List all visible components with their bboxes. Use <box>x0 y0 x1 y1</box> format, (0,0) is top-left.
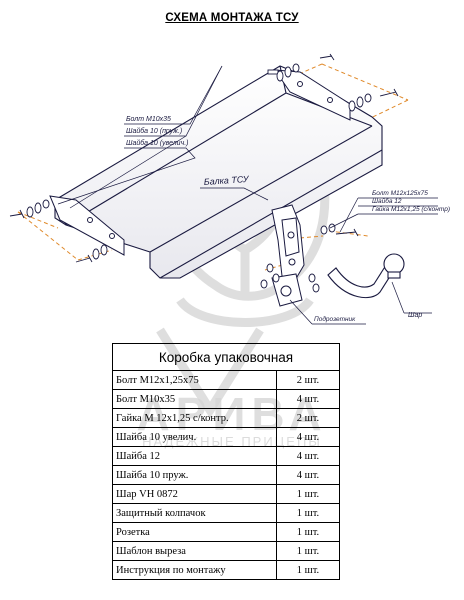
item-quantity: 2 шт. <box>276 370 340 390</box>
label-beam: Балка ТСУ <box>203 174 250 187</box>
label-bolt-m12: Болт М12х125х75 <box>372 190 428 197</box>
item-name: Болт М10х35 <box>112 389 277 409</box>
leader-lines <box>57 65 438 325</box>
label-washer-spring: Шайба 10 (пруж.) <box>126 127 182 135</box>
label-ball: Шар <box>408 312 422 319</box>
item-name: Защитный колпачок <box>112 503 277 523</box>
callout-labels: Болт М10х35 Шайба 10 (пруж.) Шайба 10 (у… <box>126 116 450 323</box>
item-name: Розетка <box>112 522 277 542</box>
item-quantity: 1 шт. <box>276 560 340 580</box>
tow-ball <box>327 253 405 299</box>
item-quantity: 1 шт. <box>276 541 340 561</box>
item-name: Болт М12х1,25х75 <box>112 370 277 390</box>
label-washer-12: Шайба 12 <box>372 197 402 205</box>
item-quantity: 1 шт. <box>276 484 340 504</box>
item-name: Инструкция по монтажу <box>112 560 277 580</box>
item-name: Шар VH 0872 <box>112 484 277 504</box>
item-quantity: 2 шт. <box>276 408 340 428</box>
label-bolt-m10: Болт М10х35 <box>126 116 171 123</box>
table-row: Шайба 10 увелич.4 шт. <box>112 427 340 447</box>
item-name: Шаблон выреза <box>112 541 277 561</box>
item-name: Шайба 10 пруж. <box>112 465 277 485</box>
item-quantity: 1 шт. <box>276 503 340 523</box>
hitch-mount <box>271 204 305 283</box>
label-washer-enlarged: Шайба 10 (увелич.) <box>126 139 188 147</box>
item-quantity: 1 шт. <box>276 522 340 542</box>
item-quantity: 4 шт. <box>276 389 340 409</box>
installation-diagram: Болт М10х35 Шайба 10 (пруж.) Шайба 10 (у… <box>9 53 450 325</box>
item-name: Шайба 10 увелич. <box>112 427 277 447</box>
item-quantity: 4 шт. <box>276 427 340 447</box>
item-name: Шайба 12 <box>112 446 277 466</box>
fasteners <box>9 53 399 293</box>
item-quantity: 4 шт. <box>276 446 340 466</box>
socket-bracket-part <box>271 273 303 307</box>
packing-list-header: Коробка упаковочная <box>112 343 340 371</box>
label-nut-m12: Гайка М12х1,25 (с/контр) <box>372 205 450 213</box>
page-title: СХЕМА МОНТАЖА ТСУ <box>165 12 299 24</box>
item-quantity: 4 шт. <box>276 465 340 485</box>
table-row: Шайба 10 пруж.4 шт. <box>112 465 340 485</box>
item-name: Гайка М 12х1,25 с/контр. <box>112 408 277 428</box>
table-row: Гайка М 12х1,25 с/контр.2 шт. <box>112 408 340 428</box>
label-socket-bracket: Подрозетник <box>314 315 356 323</box>
